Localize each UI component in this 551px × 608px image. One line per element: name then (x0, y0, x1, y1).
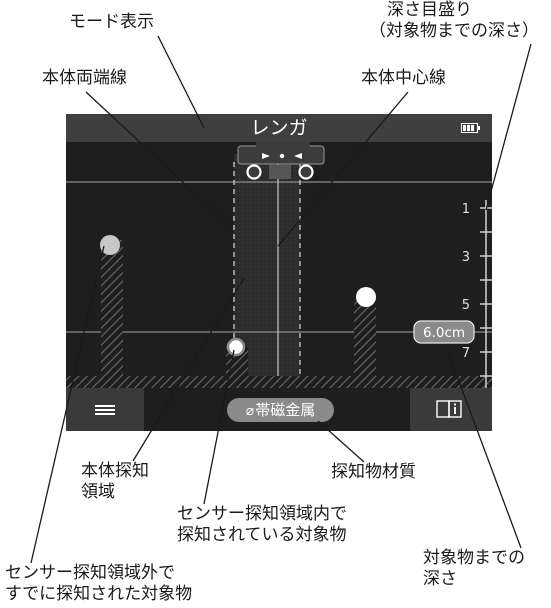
depth-tick-7: 7 (462, 346, 470, 361)
device-screen: レンガ (66, 114, 492, 431)
object-outside-new (356, 287, 376, 307)
callout-mode-display: モード表示 (69, 12, 154, 32)
menu-icon-bar (95, 409, 115, 411)
callout-depth-to-object-line2: 深さ (423, 569, 457, 589)
leader-depth-scale (485, 43, 532, 211)
callout-detected-material: 探知物材質 (331, 462, 416, 482)
callout-body-detection-area-line1: 本体探知 (81, 461, 149, 481)
callout-object-inside-line1: センサー探知領域内で (177, 504, 347, 524)
callout-depth-scale-line2: （対象物までの深さ） (369, 21, 539, 41)
depth-value-badge: 6.0cm (413, 320, 475, 344)
callout-body-center-line: 本体中心線 (361, 68, 446, 88)
callout-depth-scale-line1: 深さ目盛り (387, 0, 472, 20)
material-label: 帯磁金属 (255, 401, 316, 419)
callout-body-detection-area-line2: 領域 (81, 482, 115, 502)
book-info-icon (436, 400, 462, 418)
callout-object-inside-line2: 探知されている対象物 (177, 525, 347, 545)
callout-depth-to-object: 対象物までの 深さ (423, 548, 525, 590)
menu-icon-bar (95, 413, 115, 415)
menu-icon (95, 405, 115, 407)
callout-object-outside-line1: センサー探知領域外で (5, 563, 175, 583)
material-badge: ⌀帯磁金属 (227, 398, 334, 422)
callout-body-detection-area: 本体探知 領域 (81, 461, 149, 503)
object-outside-previous (100, 235, 120, 255)
object-inside-area (226, 337, 246, 357)
menu-button[interactable] (66, 388, 144, 431)
depth-value: 6.0cm (423, 325, 465, 341)
manual-button[interactable] (410, 388, 492, 431)
paperclip-icon: ⌀ (245, 403, 255, 419)
callout-object-outside-line2: すでに探知された対象物 (5, 584, 193, 604)
depth-tick-5: 5 (462, 298, 470, 313)
depth-scale: 1 3 5 7 (462, 200, 492, 388)
callout-depth-to-object-line1: 対象物までの (423, 548, 525, 568)
depth-tick-1: 1 (462, 202, 470, 217)
mode-label: レンガ (250, 117, 308, 139)
callout-depth-scale: 深さ目盛り （対象物までの深さ） (369, 0, 539, 42)
bottom-bar: ⌀帯磁金属 (66, 388, 492, 431)
device-glyph-icon (237, 142, 325, 180)
callout-object-outside: センサー探知領域外で すでに探知された対象物 (5, 563, 192, 605)
detection-graph: 1 3 5 7 6.0cm (66, 142, 492, 388)
depth-tick-3: 3 (462, 250, 470, 265)
callout-body-edge-lines: 本体両端線 (42, 68, 127, 88)
bottom-hatch-band (66, 376, 492, 388)
trail-outside-previous (101, 240, 123, 388)
title-bar: レンガ (66, 114, 492, 142)
trail-outside-new (354, 297, 376, 388)
callout-object-inside: センサー探知領域内で 探知されている対象物 (177, 504, 347, 546)
battery-icon (461, 123, 480, 133)
